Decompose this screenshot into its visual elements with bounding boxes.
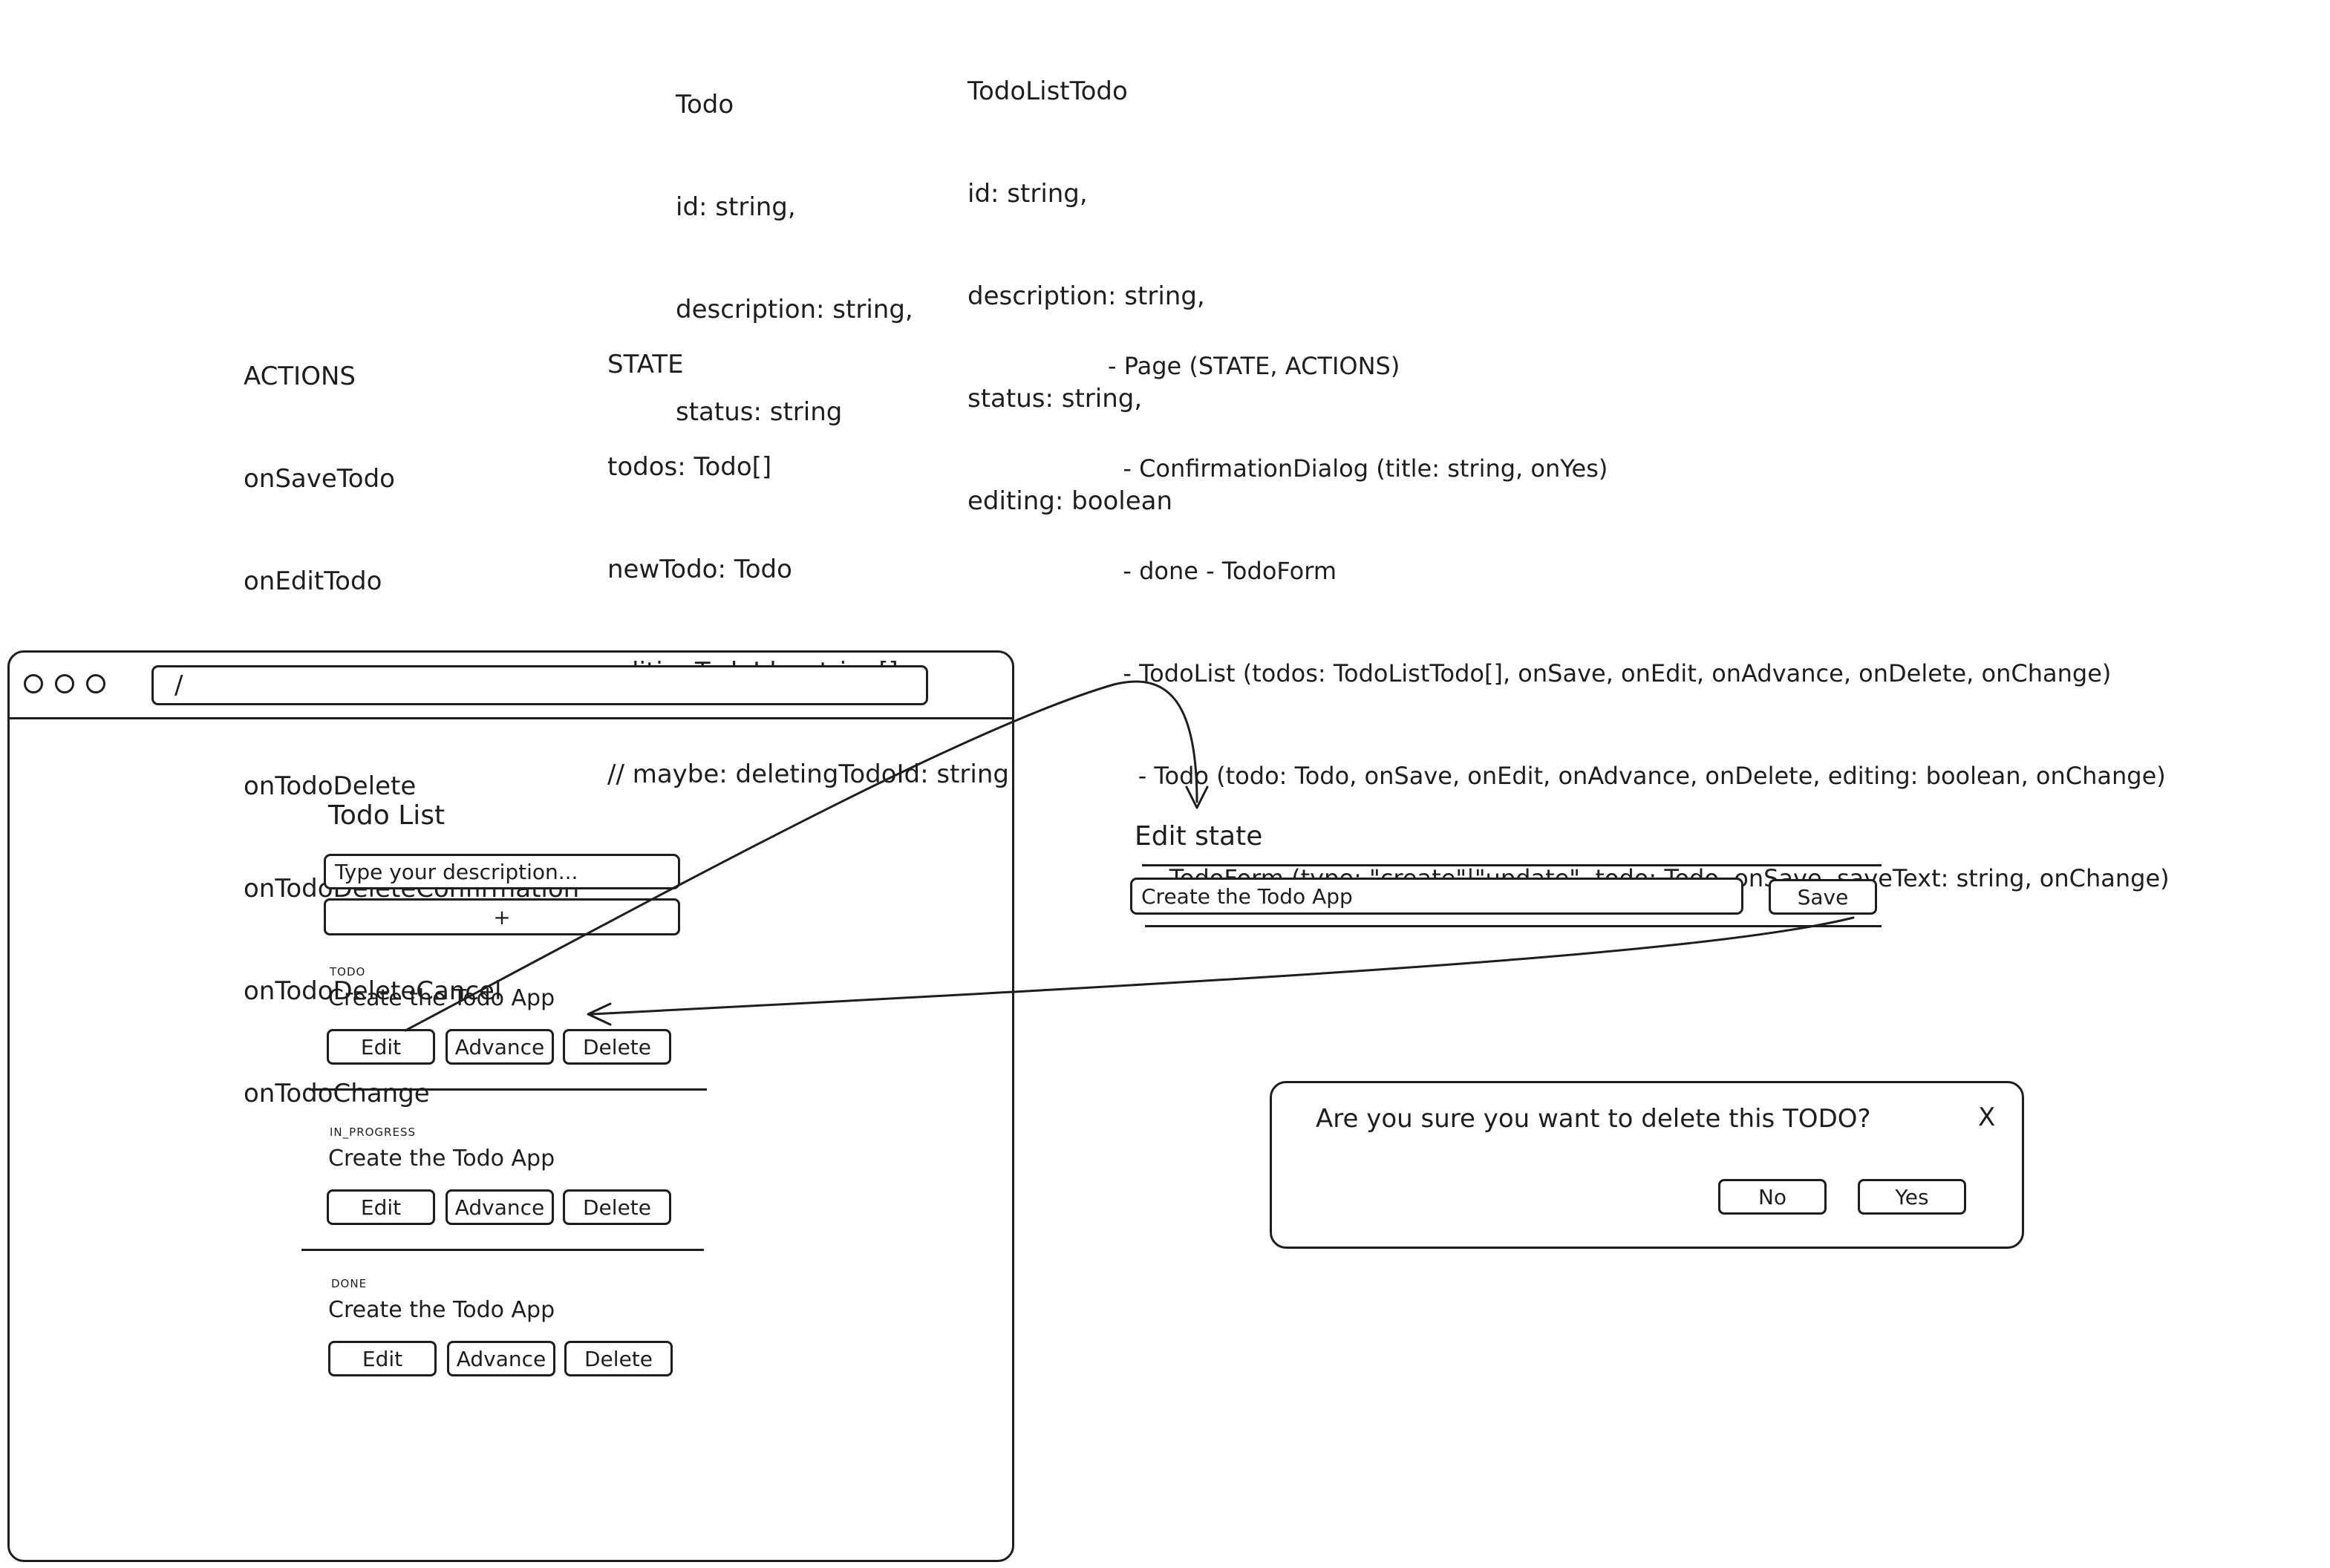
delete-button[interactable]: Delete [563,1189,671,1225]
dialog-no-button[interactable]: No [1718,1179,1827,1215]
window-dot-3 [86,674,105,693]
todo-model-line: status: string [676,397,843,427]
actions-line: ACTIONS [244,362,356,391]
component-tree-note: - Page (STATE, ACTIONS) - ConfirmationDi… [1108,281,2170,930]
component-tree-line: - Page (STATE, ACTIONS) [1108,352,1400,380]
todo-list-title: Todo List [328,800,446,831]
edit-button[interactable]: Edit [327,1029,435,1065]
actions-line: onSaveTodo [244,464,395,494]
edit-description-input[interactable]: Create the Todo App [1130,878,1743,915]
advance-button[interactable]: Advance [446,1029,554,1065]
component-tree-line: - Todo (todo: Todo, onSave, onEdit, onAd… [1108,762,2166,790]
todo-list-todo-model-line: status: string, [967,384,1143,414]
state-line: todos: Todo[] [607,452,772,482]
window-dot-1 [24,674,43,693]
status-label: TODO [330,965,366,979]
component-tree-line: - TodoList (todos: TodoListTodo[], onSav… [1108,659,2112,687]
dialog-question: Are you sure you want to delete this TOD… [1316,1104,1871,1134]
component-tree-line: - done - TodoForm [1108,557,1337,585]
state-line: STATE [607,350,684,379]
edit-save-button[interactable]: Save [1769,879,1877,915]
todo-description: Create the Todo App [328,1297,555,1323]
close-icon[interactable]: X [1978,1102,1996,1132]
todo-list-todo-model-line: TodoListTodo [967,76,1128,106]
browser-toolbar-divider [10,717,1012,719]
delete-button[interactable]: Delete [564,1341,673,1376]
add-todo-button[interactable]: + [324,898,680,935]
state-line: newTodo: Todo [607,555,792,584]
todo-list-todo-model-line: id: string, [967,179,1088,209]
advance-button[interactable]: Advance [446,1189,554,1225]
edit-state-title: Edit state [1135,821,1263,852]
todo-model-line: description: string, [676,295,913,324]
todo-divider [301,1249,704,1251]
todo-description: Create the Todo App [328,985,555,1011]
todo-list-todo-model-line: description: string, [967,281,1205,311]
todo-divider [309,1088,707,1091]
todo-description: Create the Todo App [328,1146,555,1172]
edit-button[interactable]: Edit [328,1341,437,1376]
todo-list-todo-model-note: TodoListTodo id: string, description: st… [967,6,1205,552]
actions-line: onTodoDelete [244,771,417,801]
edit-button[interactable]: Edit [327,1189,435,1225]
todo-list-todo-model-line: editing: boolean [967,486,1173,516]
dialog-yes-button[interactable]: Yes [1858,1179,1966,1215]
todo-model-note: Todo id: string, description: string, st… [676,19,913,463]
browser-window [7,650,1014,1562]
todo-model-line: id: string, [676,192,796,222]
edit-state-top-line [1142,864,1882,866]
edit-state-bottom-line [1145,925,1882,927]
component-tree-line: - ConfirmationDialog (title: string, onY… [1108,454,1608,483]
description-input[interactable]: Type your description... [324,854,680,889]
actions-line: onEditTodo [244,566,382,596]
actions-line: onTodoChange [244,1079,430,1108]
status-label: DONE [331,1277,368,1290]
delete-button[interactable]: Delete [563,1029,671,1065]
advance-button[interactable]: Advance [447,1341,555,1376]
window-dot-2 [55,674,74,693]
url-bar[interactable]: / [151,665,928,705]
status-label: IN_PROGRESS [330,1126,416,1139]
todo-model-line: Todo [676,90,734,120]
confirmation-dialog [1270,1081,2024,1249]
